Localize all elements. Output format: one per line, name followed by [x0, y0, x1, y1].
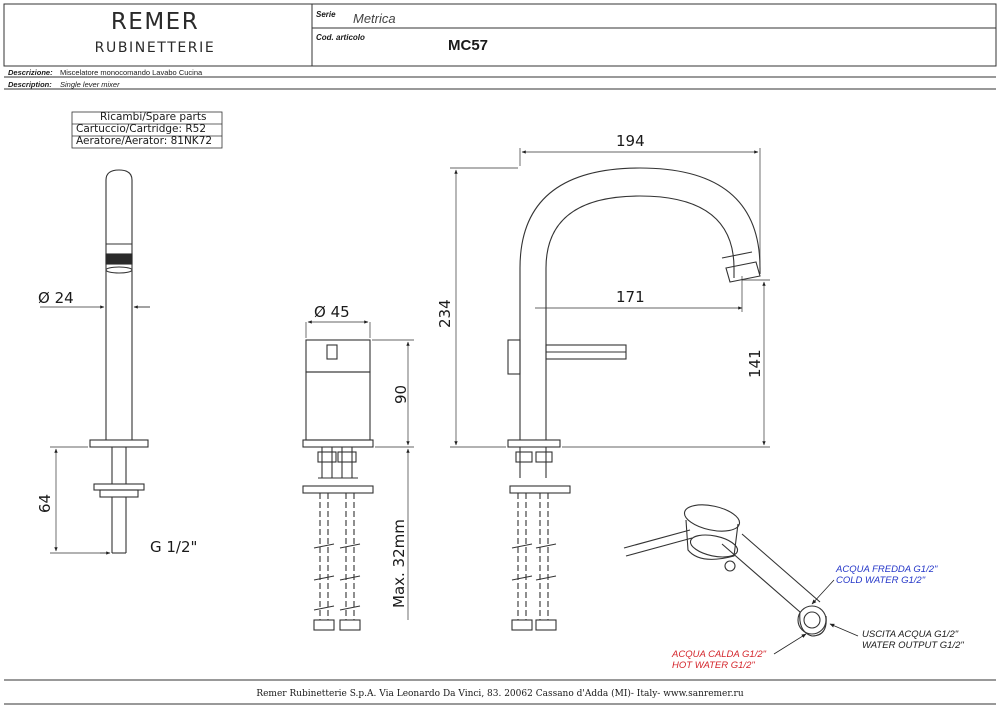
faucet-view-dimensions	[450, 148, 770, 448]
dim-max-32mm: Max. 32mm	[390, 519, 408, 608]
brand-subtitle: RUBINETTERIE	[94, 40, 216, 56]
callout-output-it: USCITA ACQUA G1/2"	[862, 629, 959, 640]
callout-hot-en: HOT WATER G1/2"	[672, 660, 755, 671]
brand-logo-text: REMER	[110, 9, 200, 35]
iso-view	[623, 504, 827, 637]
cod-label: Cod. articolo	[316, 33, 365, 42]
callout-hot-it: ACQUA CALDA G1/2"	[672, 649, 767, 660]
dim-diameter-24: Ø 24	[38, 289, 74, 307]
dim-diameter-45: Ø 45	[314, 303, 350, 321]
description-label: Description:	[8, 80, 52, 89]
body-view	[302, 339, 374, 631]
callout-leaders	[773, 579, 859, 655]
footer-address: Remer Rubinetterie S.p.A. Via Leonardo D…	[256, 689, 744, 699]
side-view	[89, 169, 149, 554]
dim-height-234: 234	[436, 299, 454, 328]
dim-height-64: 64	[36, 493, 54, 513]
side-view-dimensions	[40, 305, 150, 555]
spare-aerator: Aeratore/Aerator: 81NK72	[76, 135, 213, 147]
dim-thread-g12: G 1/2"	[150, 538, 198, 556]
descrizione-value: Miscelatore monocomando Lavabo Cucina	[60, 68, 203, 77]
description-value: Single lever mixer	[60, 80, 120, 89]
callout-output-en: WATER OUTPUT G1/2"	[862, 640, 964, 651]
spare-parts-title: Ricambi/Spare parts	[100, 111, 207, 123]
body-view-dimensions	[305, 320, 414, 620]
serie-label: Serie	[316, 10, 336, 19]
serie-value: Metrica	[353, 11, 396, 26]
cod-value: MC57	[448, 37, 489, 54]
spare-parts-box	[71, 111, 223, 149]
dim-reach-171: 171	[616, 288, 645, 306]
descrizione-label: Descrizione:	[8, 68, 53, 77]
callout-cold-it: ACQUA FREDDA G1/2"	[836, 564, 938, 575]
title-block	[3, 3, 997, 705]
spare-cartridge: Cartuccio/Cartridge: R52	[76, 123, 207, 135]
dim-width-194: 194	[616, 132, 645, 150]
faucet-view	[507, 167, 761, 631]
dim-height-141: 141	[746, 349, 764, 378]
dim-height-90: 90	[392, 384, 410, 404]
callout-cold-en: COLD WATER G1/2"	[836, 575, 926, 586]
